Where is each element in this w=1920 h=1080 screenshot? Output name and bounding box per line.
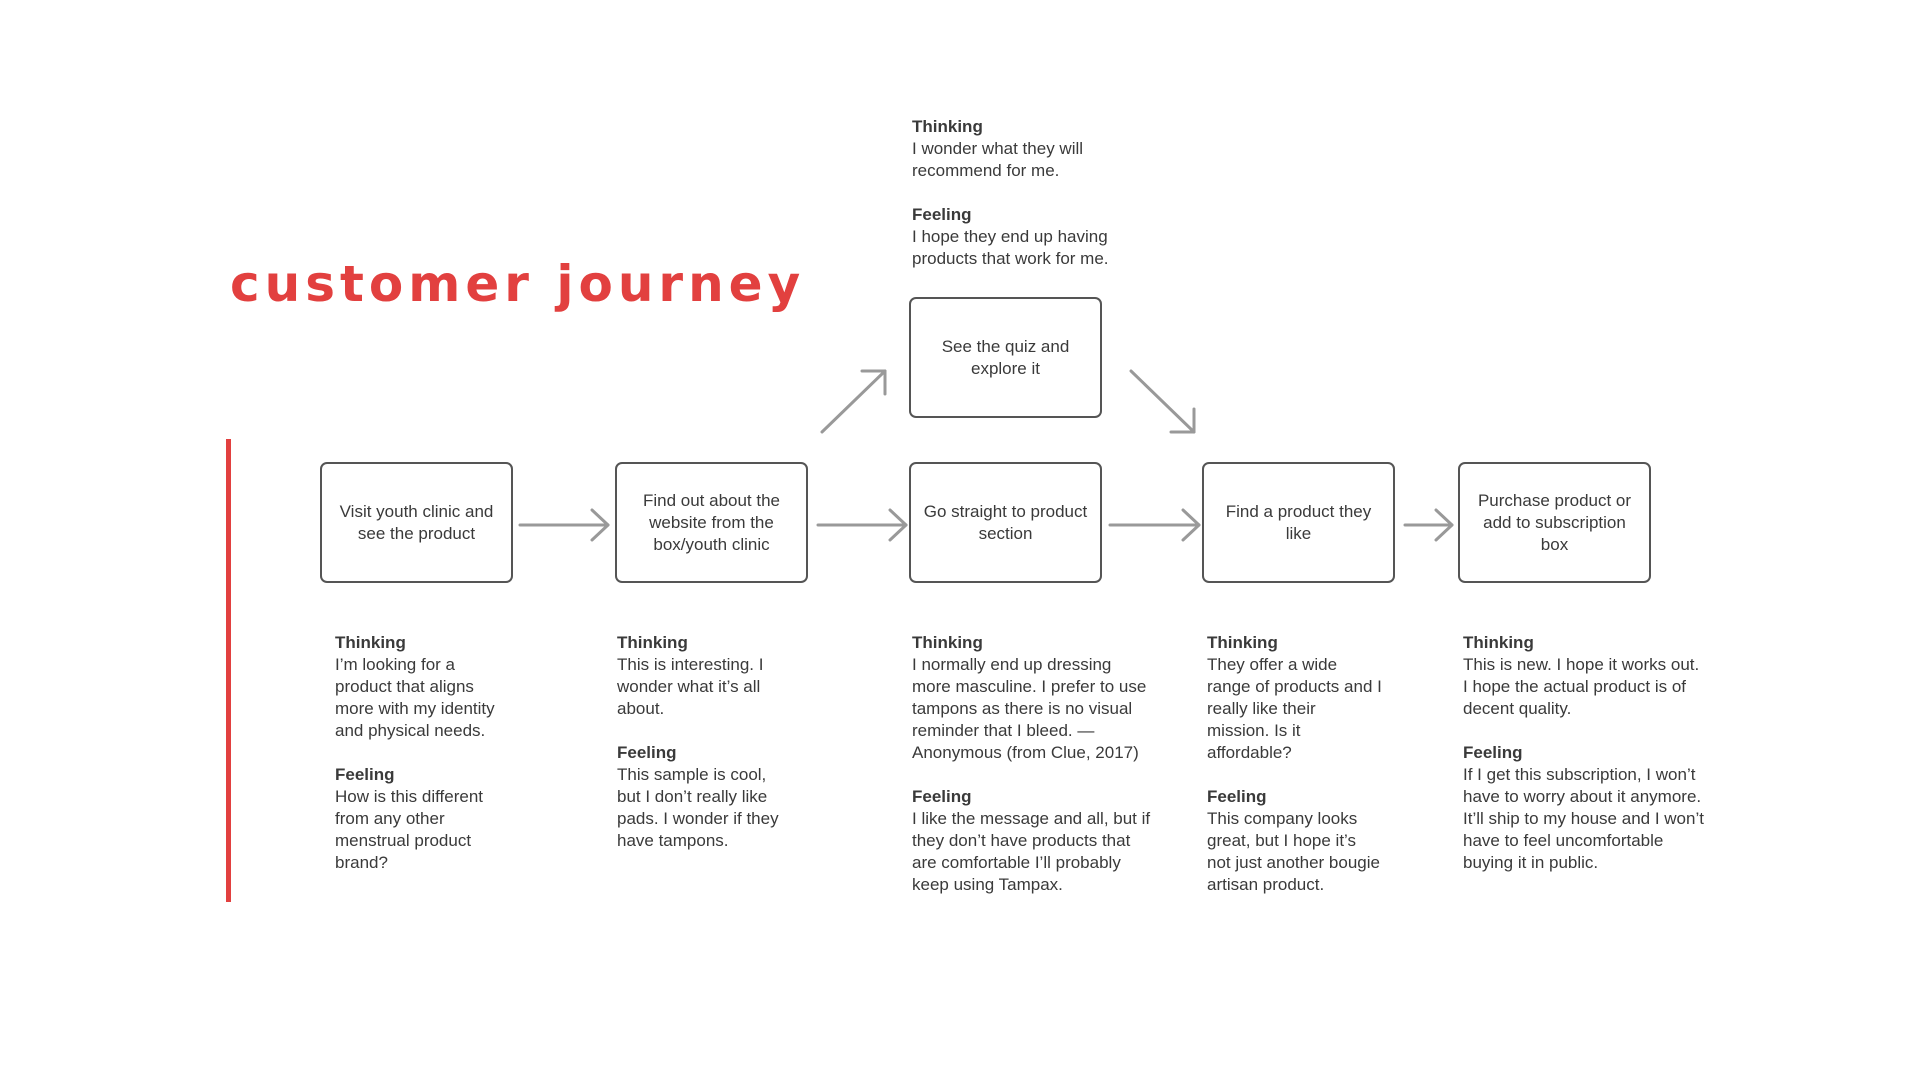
step-see-quiz: See the quiz and explore it bbox=[909, 297, 1102, 418]
feeling-text: How is this different from any other men… bbox=[335, 787, 484, 872]
feeling-label: Feeling bbox=[912, 787, 972, 806]
thinking-text: They offer a wide range of products and … bbox=[1207, 655, 1382, 762]
step-find-product: Find a product they like bbox=[1202, 462, 1395, 583]
note-find-product: Thinking They offer a wide range of prod… bbox=[1207, 632, 1382, 896]
arrow-productsection-to-findproduct bbox=[1108, 508, 1201, 542]
accent-bar bbox=[226, 439, 231, 902]
feeling-label: Feeling bbox=[912, 205, 972, 224]
arrow-findproduct-to-purchase bbox=[1403, 508, 1454, 542]
thinking-text: This is interesting. I wonder what it’s … bbox=[617, 655, 764, 718]
arrow-findout-to-quiz bbox=[820, 369, 887, 434]
note-visit-clinic: Thinking I’m looking for a product that … bbox=[335, 632, 505, 874]
feeling-text: I hope they end up having products that … bbox=[912, 227, 1109, 268]
step-purchase: Purchase product or add to subscription … bbox=[1458, 462, 1651, 583]
arrow-findout-to-product-section bbox=[816, 508, 908, 542]
thinking-text: I’m looking for a product that aligns mo… bbox=[335, 655, 495, 740]
page-title: customer journey bbox=[230, 255, 806, 313]
feeling-label: Feeling bbox=[1207, 787, 1267, 806]
thinking-label: Thinking bbox=[912, 117, 983, 136]
thinking-label: Thinking bbox=[1207, 633, 1278, 652]
feeling-label: Feeling bbox=[617, 743, 677, 762]
step-visit-clinic: Visit youth clinic and see the product bbox=[320, 462, 513, 583]
feeling-label: Feeling bbox=[1463, 743, 1523, 762]
step-product-section: Go straight to product section bbox=[909, 462, 1102, 583]
thinking-text: I normally end up dressing more masculin… bbox=[912, 655, 1147, 762]
note-quiz: Thinking I wonder what they will recomme… bbox=[912, 116, 1152, 270]
note-purchase: Thinking This is new. I hope it works ou… bbox=[1463, 632, 1708, 874]
thinking-text: I wonder what they will recommend for me… bbox=[912, 139, 1084, 180]
feeling-text: This sample is cool, but I don’t really … bbox=[617, 765, 779, 850]
thinking-label: Thinking bbox=[335, 633, 406, 652]
thinking-label: Thinking bbox=[617, 633, 688, 652]
arrow-visit-to-findout bbox=[518, 508, 610, 542]
thinking-label: Thinking bbox=[912, 633, 983, 652]
feeling-text: This company looks great, but I hope it’… bbox=[1207, 809, 1380, 894]
feeling-label: Feeling bbox=[335, 765, 395, 784]
thinking-label: Thinking bbox=[1463, 633, 1534, 652]
feeling-text: I like the message and all, but if they … bbox=[912, 809, 1151, 894]
step-find-out-website: Find out about the website from the box/… bbox=[615, 462, 808, 583]
arrow-quiz-to-findproduct bbox=[1129, 369, 1196, 434]
thinking-text: This is new. I hope it works out. I hope… bbox=[1463, 655, 1700, 718]
note-find-out-website: Thinking This is interesting. I wonder w… bbox=[617, 632, 792, 852]
feeling-text: If I get this subscription, I won’t have… bbox=[1463, 765, 1704, 872]
note-product-section: Thinking I normally end up dressing more… bbox=[912, 632, 1152, 896]
